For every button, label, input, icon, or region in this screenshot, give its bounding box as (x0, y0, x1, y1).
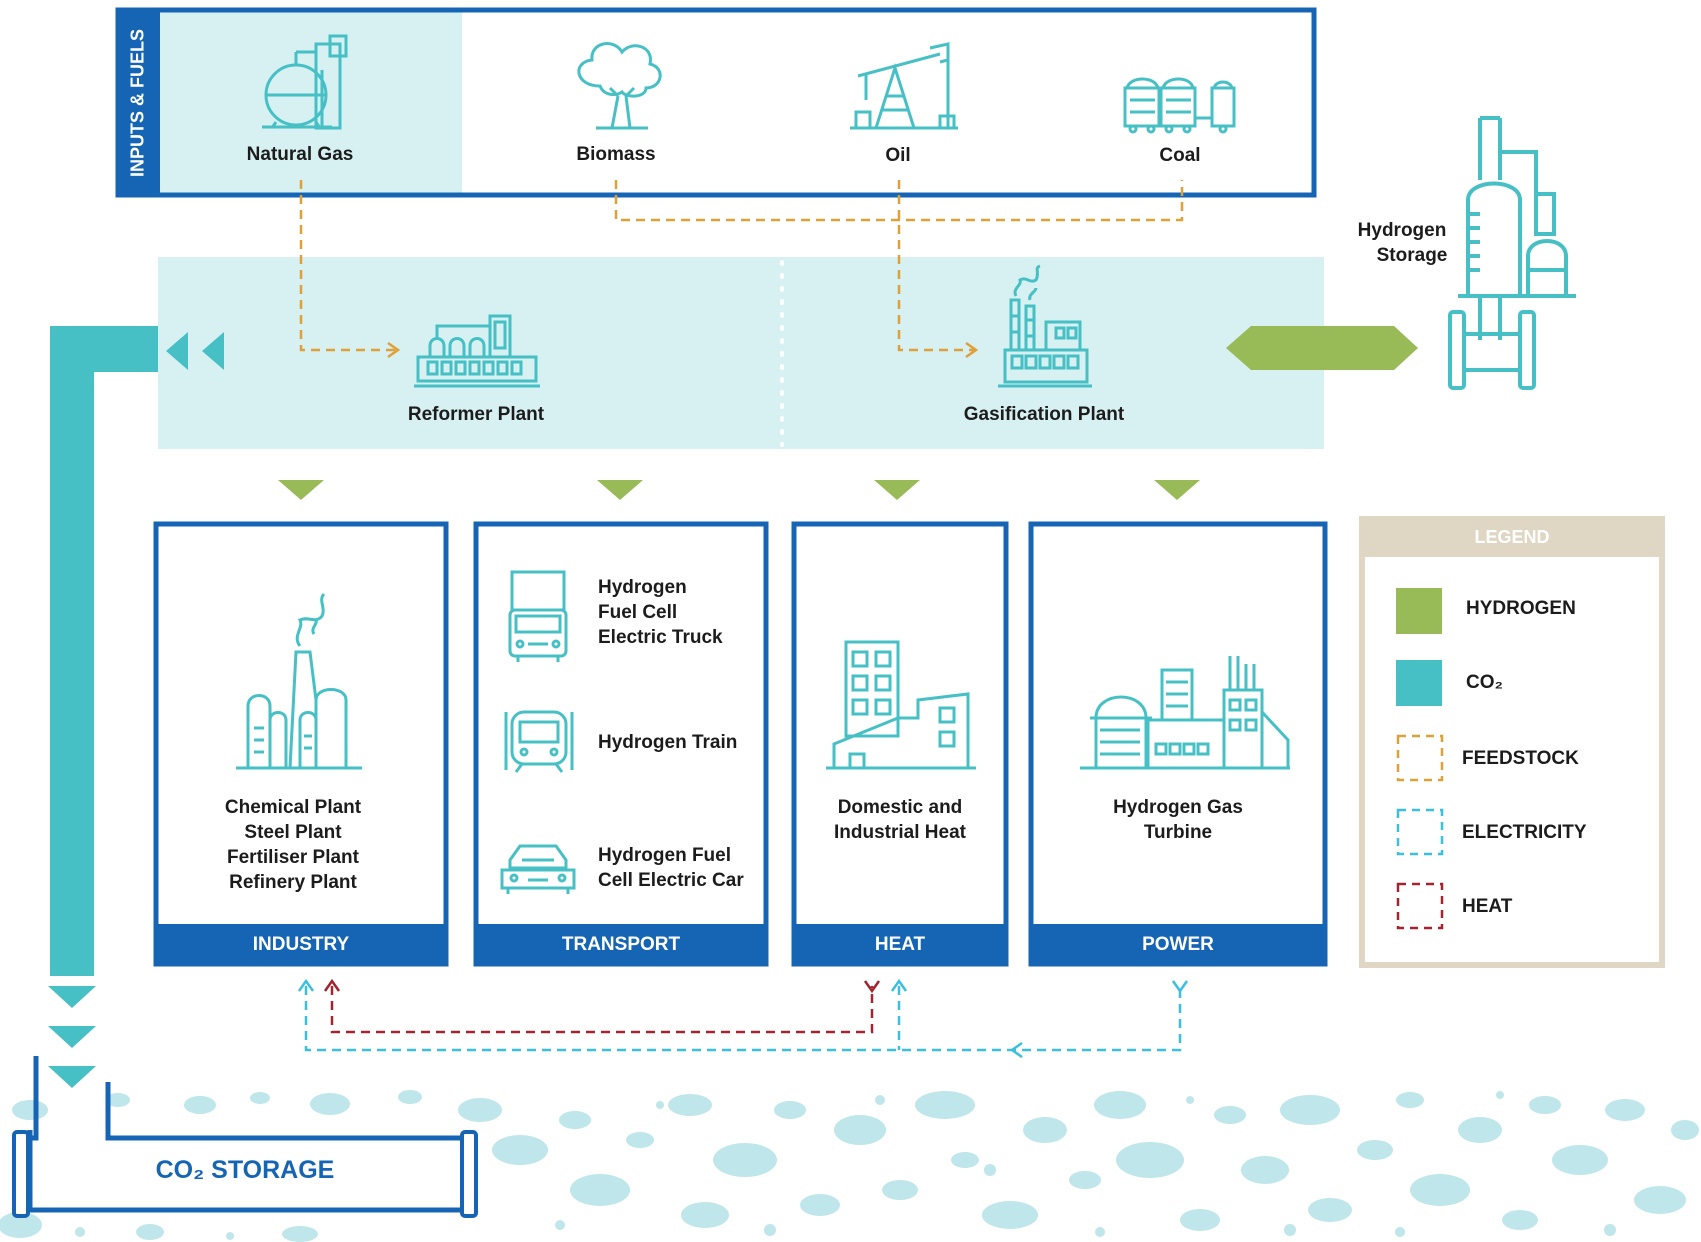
industry-line-4: Refinery Plant (229, 872, 357, 893)
legend-swatch-heat (1396, 882, 1444, 930)
legend-panel (1359, 516, 1665, 968)
industry-header: INDUSTRY (252, 934, 350, 955)
reformer-plant-icon (414, 314, 540, 388)
hydrogen-car-icon (500, 844, 576, 894)
buildings-icon (826, 640, 976, 770)
heat-line-2: Industrial Heat (834, 822, 966, 843)
natural-gas-label: Natural Gas (246, 144, 354, 165)
power-line-1: Hydrogen Gas (1113, 797, 1243, 818)
co2-storage-label: CO₂ STORAGE (155, 1156, 335, 1184)
transport-header: TRANSPORT (561, 934, 681, 955)
co2-arrow-left-1 (166, 332, 188, 370)
legend-feedstock-label: FEEDSTOCK (1462, 748, 1579, 769)
chemical-plant-icon (236, 592, 362, 770)
car-line-2: Cell Electric Car (598, 870, 744, 891)
legend-co2-label: CO₂ (1466, 672, 1503, 693)
legend-swatch-feedstock (1396, 734, 1444, 782)
feedstock-flows (299, 180, 1184, 352)
processing-band (158, 257, 1324, 449)
feedstock-arrowheads (387, 341, 979, 359)
heat-flows (323, 978, 881, 1034)
industry-line-2: Steel Plant (244, 822, 342, 843)
industry-line-1: Chemical Plant (224, 797, 362, 818)
oil-label: Oil (885, 145, 911, 166)
sector-boxes (153, 521, 1328, 967)
co2-storage-tank (12, 1056, 478, 1218)
power-plant-icon (1080, 656, 1290, 770)
co2-arrow-left-2 (202, 332, 224, 370)
co2-return-pipe (48, 326, 224, 1088)
hydrogen-storage-label-line2: Storage (1376, 245, 1448, 266)
power-line-2: Turbine (1143, 822, 1213, 843)
tree-icon (577, 42, 662, 130)
heat-header: HEAT (874, 934, 926, 955)
natural-gas-plant-icon (262, 34, 348, 130)
truck-line-2: Fuel Cell (598, 602, 678, 623)
coal-label: Coal (1159, 145, 1201, 166)
legend-hydrogen-label: HYDROGEN (1466, 598, 1576, 619)
legend-heat-label: HEAT (1462, 896, 1513, 917)
electricity-flows (297, 978, 1189, 1059)
hydrogen-storage-tank-icon (1448, 116, 1576, 390)
legend-electricity-label: ELECTRICITY (1462, 822, 1587, 843)
reformer-plant-label: Reformer Plant (407, 404, 545, 425)
legend-swatch-hydrogen (1396, 588, 1442, 634)
truck-line-3: Electric Truck (598, 627, 723, 648)
hydrogen-train-icon (504, 710, 574, 773)
car-line-1: Hydrogen Fuel (598, 845, 732, 866)
legend-title: LEGEND (1474, 527, 1550, 547)
ground-pebbles (0, 1090, 1699, 1242)
hydrogen-down-arrows (278, 480, 1200, 500)
legend-swatch-electricity (1396, 808, 1444, 856)
train-label: Hydrogen Train (598, 732, 738, 753)
power-header: POWER (1142, 934, 1214, 955)
coal-wagons-icon (1123, 77, 1236, 134)
truck-line-1: Hydrogen (598, 577, 687, 598)
gasification-plant-icon (998, 264, 1092, 388)
hydrogen-storage-label-line1: Hydrogen (1357, 220, 1447, 241)
inputs-fuels-panel (115, 7, 1317, 198)
oil-pumpjack-icon (850, 42, 958, 130)
legend-swatch-co2 (1396, 660, 1442, 706)
hydrogen-storage-arrow (1226, 326, 1418, 370)
heat-line-1: Domestic and (837, 797, 963, 818)
inputs-fuels-title: INPUTS & FUELS (127, 28, 148, 178)
gasification-plant-label: Gasification Plant (963, 404, 1125, 425)
biomass-label: Biomass (576, 144, 656, 165)
hydrogen-truck-icon (508, 570, 568, 662)
industry-line-3: Fertiliser Plant (227, 847, 359, 868)
